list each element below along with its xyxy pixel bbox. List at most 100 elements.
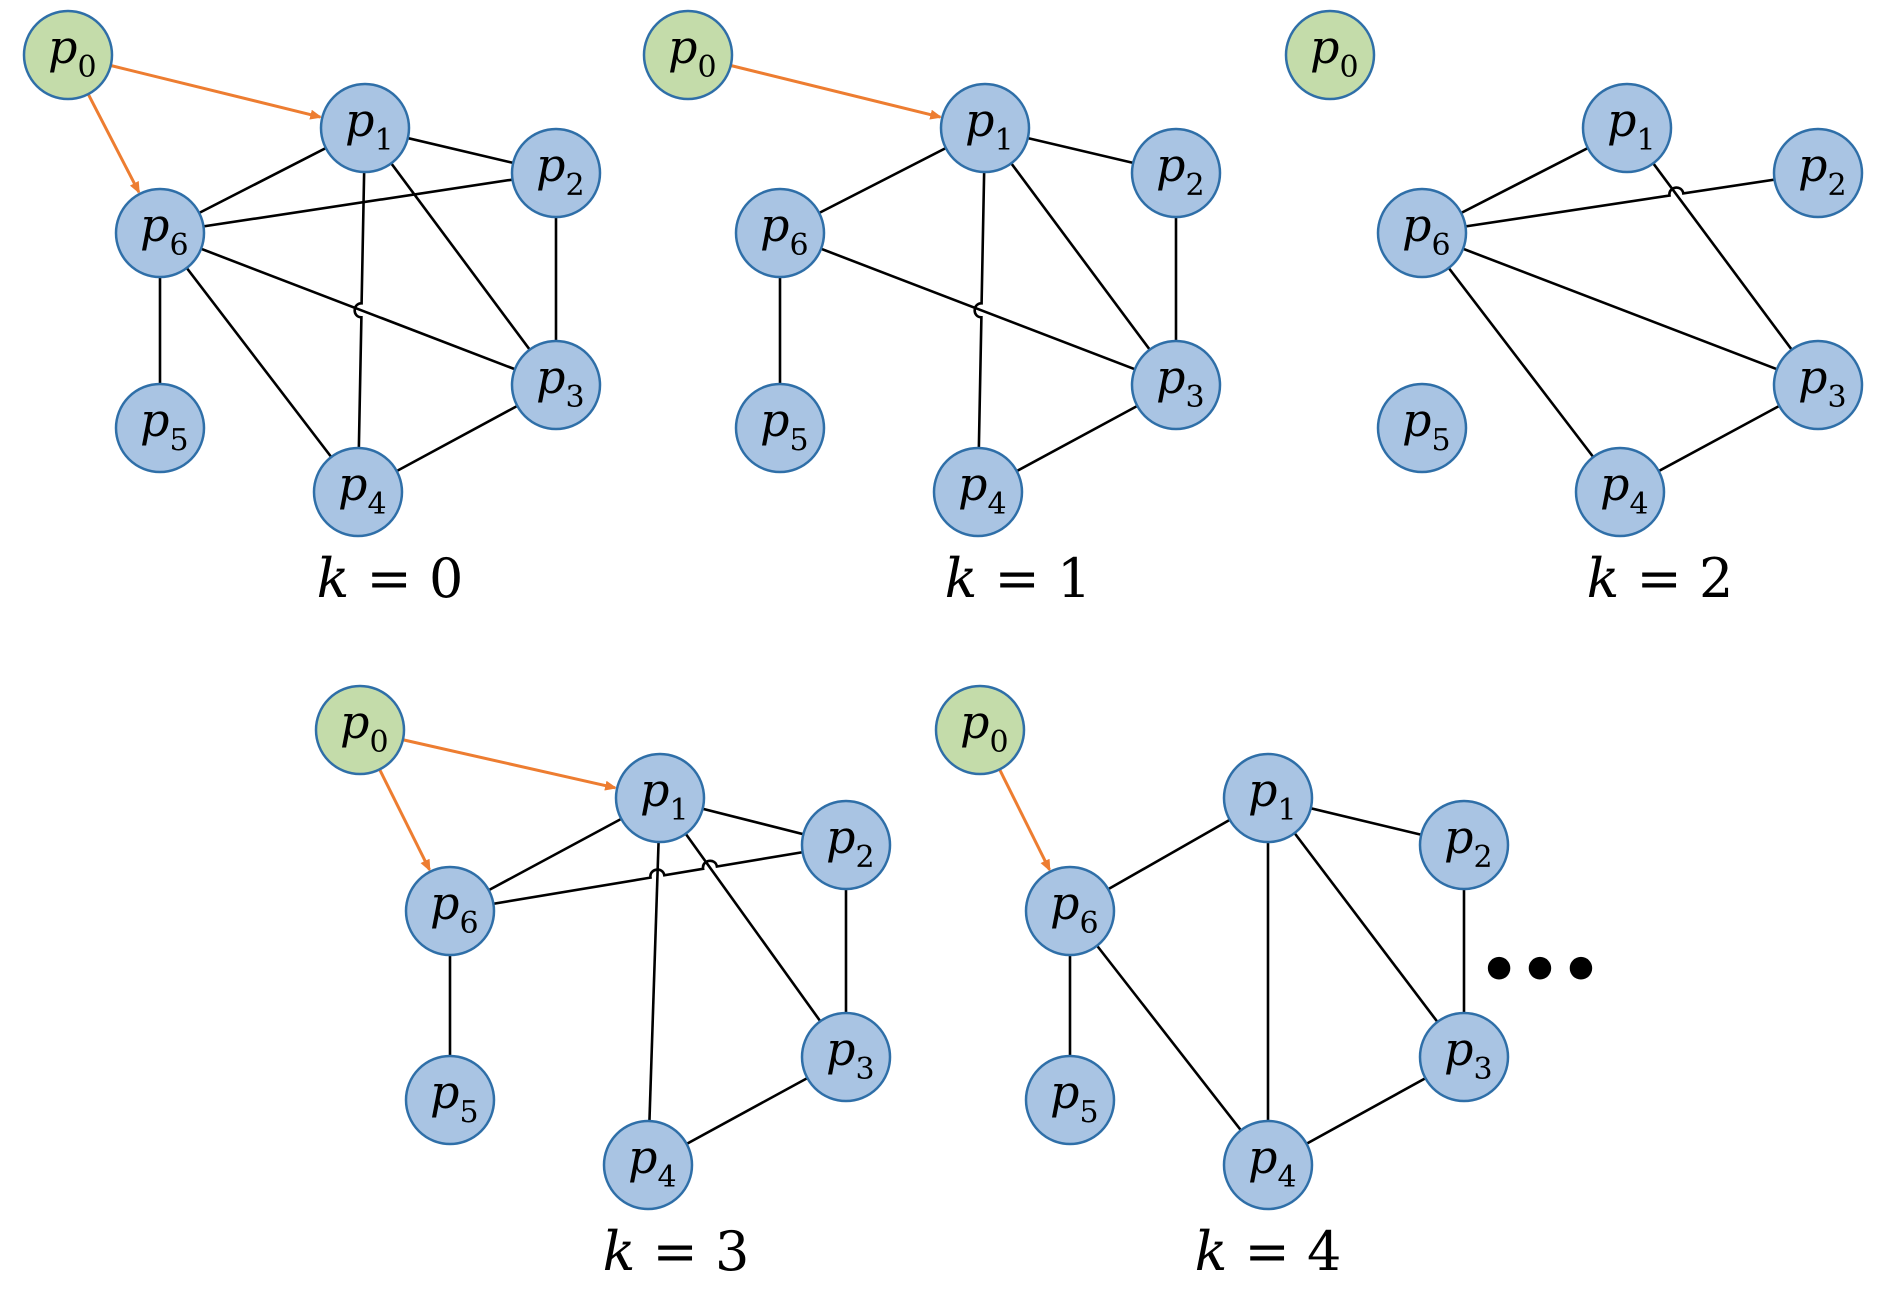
node-p2: p2	[510, 127, 602, 219]
node-subscript: 3	[1473, 1052, 1492, 1087]
node-circle	[1376, 382, 1468, 474]
node-p1: p1	[939, 82, 1031, 174]
node-subscript: 2	[1473, 840, 1492, 875]
node-label: p1	[345, 93, 394, 158]
node-p4: p4	[312, 446, 404, 538]
node-p3: p3	[510, 339, 602, 431]
node-circle	[404, 865, 496, 957]
node-subscript: 1	[374, 123, 393, 158]
edge-p6-p4	[158, 232, 360, 493]
node-subscript: 3	[1185, 380, 1204, 415]
panel-caption: k = 1	[945, 547, 1092, 610]
node-subscript: 1	[1277, 793, 1296, 828]
node-circle	[1376, 187, 1468, 279]
panel-caption: k = 3	[603, 1220, 750, 1283]
edge-p6-p3	[779, 231, 1177, 387]
node-label: p2	[826, 810, 875, 875]
node-p3: p3	[1130, 339, 1222, 431]
node-subscript: 4	[1277, 1160, 1296, 1195]
node-p6: p6	[1376, 187, 1468, 279]
node-label: p1	[640, 763, 689, 828]
node-label: p2	[1798, 138, 1847, 203]
node-circle	[312, 446, 404, 538]
arrow-p0-p6	[378, 768, 431, 872]
node-subscript: 3	[855, 1052, 874, 1087]
node-circle	[800, 1011, 892, 1103]
edge-p6-p2	[159, 171, 557, 235]
node-label: p6	[760, 198, 809, 263]
node-circle	[1418, 1011, 1510, 1103]
node-label: p2	[1444, 810, 1493, 875]
node-label: p0	[340, 695, 389, 760]
node-subscript: 4	[367, 487, 386, 522]
edge-p6-p4	[1420, 232, 1622, 493]
edge-p6-p2	[449, 843, 847, 913]
node-p1: p1	[1222, 752, 1314, 844]
node-circle	[1130, 339, 1222, 431]
node-p0: p0	[1284, 9, 1376, 101]
node-p1: p1	[614, 752, 706, 844]
edge-p1-p3	[983, 127, 1178, 386]
node-circle	[1024, 865, 1116, 957]
source-node-circle	[934, 684, 1026, 776]
node-subscript: 6	[459, 906, 478, 941]
node-label: p3	[1156, 350, 1205, 415]
edge-p1-p3	[658, 797, 848, 1058]
node-p1: p1	[1581, 82, 1673, 174]
source-node-circle	[1284, 9, 1376, 101]
edge-p1-p3	[363, 127, 558, 386]
node-circle	[319, 82, 411, 174]
node-subscript: 4	[1629, 487, 1648, 522]
node-label: p5	[140, 393, 189, 458]
node-subscript: 1	[669, 793, 688, 828]
node-subscript: 0	[1339, 50, 1358, 85]
node-subscript: 0	[989, 725, 1008, 760]
node-circle	[1222, 1119, 1314, 1211]
node-label: p5	[760, 393, 809, 458]
node-circle	[510, 339, 602, 431]
node-p2: p2	[1418, 799, 1510, 891]
node-label: p4	[958, 457, 1007, 522]
node-subscript: 0	[369, 725, 388, 760]
continuation-ellipsis: •••	[1479, 934, 1602, 1008]
node-p6: p6	[114, 187, 206, 279]
node-label: p0	[668, 20, 717, 85]
arrow-p0-p1	[730, 64, 943, 120]
node-subscript: 0	[697, 50, 716, 85]
node-p0: p0	[642, 9, 734, 101]
edge-p6-p2	[1421, 171, 1819, 235]
node-subscript: 6	[1431, 228, 1450, 263]
arrow-p0-p1	[402, 738, 618, 791]
node-label: p6	[430, 876, 479, 941]
edge-p1-p4	[973, 127, 987, 493]
node-circle	[1024, 1054, 1116, 1146]
node-label: p4	[338, 457, 387, 522]
arrow-p0-p6	[998, 768, 1051, 872]
edge-p6-p3	[159, 231, 557, 387]
arrow-p0-p6	[86, 93, 141, 194]
node-p3: p3	[1772, 339, 1864, 431]
node-p4: p4	[932, 446, 1024, 538]
node-label: p3	[536, 350, 585, 415]
node-circle	[510, 127, 602, 219]
node-label: p1	[1607, 93, 1656, 158]
node-circle	[734, 382, 826, 474]
edge-p1-p3	[1266, 797, 1466, 1058]
arrow-p0-p1	[110, 64, 323, 120]
node-label: p6	[1402, 198, 1451, 263]
node-p3: p3	[800, 1011, 892, 1103]
node-circle	[1130, 127, 1222, 219]
node-label: p4	[1600, 457, 1649, 522]
node-label: p0	[960, 695, 1009, 760]
node-subscript: 6	[789, 228, 808, 263]
node-subscript: 1	[1636, 123, 1655, 158]
node-p6: p6	[404, 865, 496, 957]
node-subscript: 5	[459, 1095, 478, 1130]
edge-p1-p3	[1625, 127, 1820, 386]
node-circle	[114, 187, 206, 279]
node-p2: p2	[800, 799, 892, 891]
edge-p6-p3	[1421, 231, 1819, 387]
source-node-circle	[22, 9, 114, 101]
